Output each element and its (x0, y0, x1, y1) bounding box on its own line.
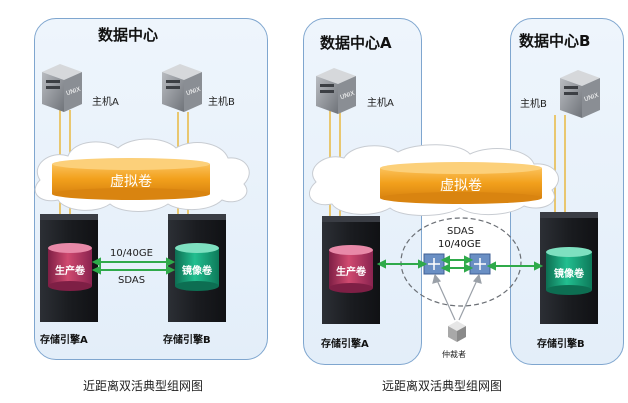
datacenter-title-left: 数据中心 (98, 26, 159, 44)
caption-right: 远距离双活典型组网图 (382, 379, 503, 393)
virtual-volume-right (380, 162, 542, 204)
host-b-label-left: 主机B (208, 97, 235, 108)
engine-b-label-left: 存储引擎B (163, 335, 211, 346)
virtual-volume-label-left: 虚拟卷 (110, 174, 152, 190)
server-icon-host-b-right (560, 70, 600, 118)
virtual-volume-label-right: 虚拟卷 (440, 178, 482, 194)
server-icon-host-a-left (42, 64, 82, 112)
sdas-links-right (376, 255, 544, 273)
mirror-volume-right (546, 247, 592, 295)
production-volume-label-left: 生产卷 (55, 266, 85, 277)
sdas-link-left (91, 257, 176, 275)
host-b-label-right: 主机B (520, 99, 547, 110)
server-icon-host-a-right (316, 68, 356, 114)
switch-icon-left (423, 253, 445, 275)
arbiter-links (432, 273, 482, 321)
production-volume-right (329, 245, 373, 293)
virtual-volume-left (52, 158, 210, 200)
sdas-network-ellipse (400, 217, 522, 307)
datacenter-title-a: 数据中心A (320, 34, 392, 52)
mirror-volume-left (175, 243, 219, 291)
caption-left: 近距离双活典型组网图 (83, 379, 204, 393)
production-volume-left (48, 243, 92, 291)
mirror-volume-label-left: 镜像卷 (182, 266, 212, 277)
sdas-label-right: SDAS (447, 226, 475, 237)
host-a-label-left: 主机A (92, 97, 119, 108)
link-protocol-label-left: SDAS (118, 275, 146, 286)
engine-a-label-left: 存储引擎A (40, 335, 88, 346)
engine-b-label-right: 存储引擎B (537, 339, 585, 350)
arbiter-label: 仲裁者 (442, 350, 466, 359)
datacenter-title-b: 数据中心B (519, 32, 591, 50)
engine-a-label-right: 存储引擎A (321, 339, 369, 350)
server-icon-host-b-left (162, 64, 202, 112)
mirror-volume-label-right: 镜像卷 (554, 269, 584, 280)
link-speed-label-left: 10/40GE (110, 248, 153, 259)
switch-icon-right (469, 253, 491, 275)
host-a-label-right: 主机A (367, 98, 394, 109)
production-volume-label-right: 生产卷 (336, 267, 366, 278)
link-speed-label-right: 10/40GE (438, 239, 481, 250)
arbiter-icon (448, 321, 466, 342)
